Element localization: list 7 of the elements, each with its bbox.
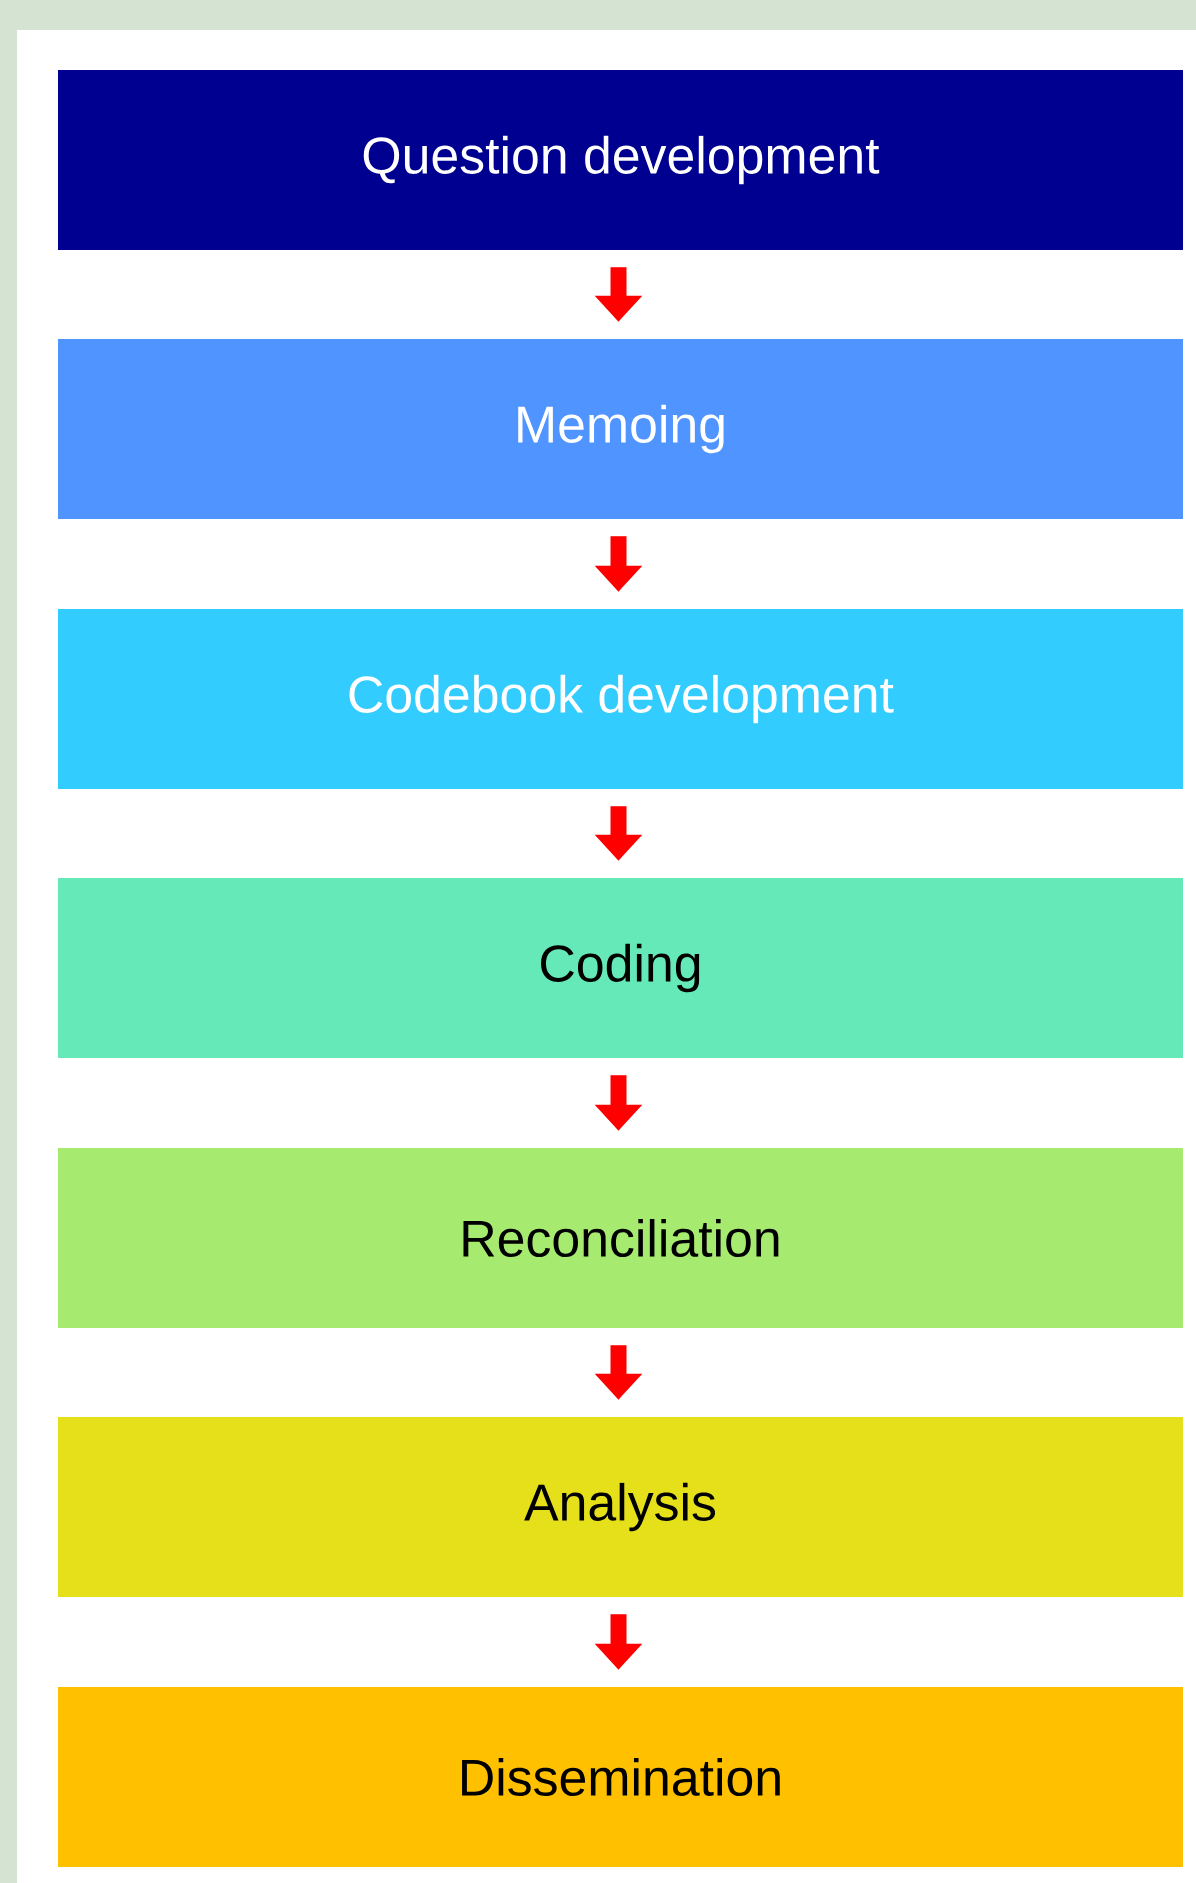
process-box: Codebook development [58,609,1183,789]
process-box: Coding [58,878,1183,1058]
process-box: Question development [58,70,1183,250]
process-box: Memoing [58,339,1183,519]
process-box: Analysis [58,1417,1183,1597]
process-box: Dissemination [58,1687,1183,1867]
process-box: Reconciliation [58,1148,1183,1328]
